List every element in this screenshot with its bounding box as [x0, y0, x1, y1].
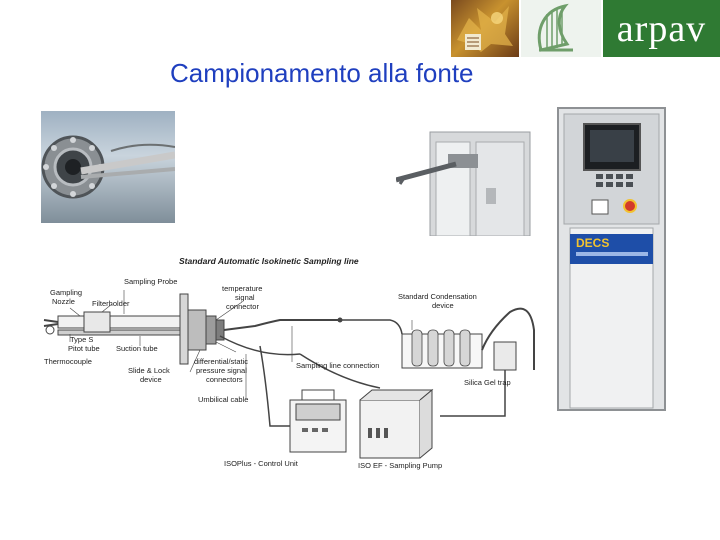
label-gampling-nozzle-1: Gampling [50, 288, 82, 297]
label-condensation-2: device [432, 301, 454, 310]
label-temperature-1: temperature [222, 284, 262, 293]
cabinet-brand: DECS [576, 236, 609, 250]
label-isoef-sampling-pump: ISO EF - Sampling Pump [358, 461, 442, 470]
diagram-title: Standard Automatic Isokinetic Sampling l… [179, 256, 359, 266]
arpav-logo: arpav [603, 0, 720, 57]
label-condensation-1: Standard Condensation [398, 292, 477, 301]
label-sampling-probe: Sampling Probe [124, 277, 177, 286]
label-temperature-2: signal [235, 293, 255, 302]
label-differential-2: pressure signal [196, 366, 247, 375]
lion-emblem-logo [451, 0, 519, 57]
label-sampling-line: Sampling line connection [296, 361, 379, 370]
label-gampling-nozzle-2: Nozzle [52, 297, 75, 306]
label-thermocouple: Thermocouple [44, 357, 92, 366]
label-type-s-1: Type S [70, 335, 93, 344]
label-slide-lock-1: Slide & Lock [128, 366, 170, 375]
probe-rack-photo [396, 128, 532, 236]
label-temperature-3: connector [226, 302, 259, 311]
nozzle-photo [41, 111, 175, 223]
label-filterholder: Filterholder [92, 299, 130, 308]
slide-title: Campionamento alla fonte [170, 58, 474, 89]
harp-logo [521, 0, 601, 57]
sampling-line-diagram: Standard Automatic Isokinetic Sampling l… [40, 250, 556, 475]
label-differential-3: connectors [206, 375, 243, 384]
winged-lion-icon [451, 0, 519, 57]
decs-cabinet-photo: DECS [556, 106, 667, 412]
label-umbilical-cable: Umbilical cable [198, 395, 248, 404]
arpav-logo-text: arpav [617, 7, 706, 51]
label-suction-tube: Suction tube [116, 344, 158, 353]
label-isoplus-control-unit: ISOPlus - Control Unit [224, 459, 299, 468]
label-type-s-2: Pitot tube [68, 344, 100, 353]
label-slide-lock-2: device [140, 375, 162, 384]
harp-icon [521, 0, 601, 57]
label-differential-1: differential/static [194, 357, 248, 366]
label-silica-gel: Silica Gel trap [464, 378, 511, 387]
